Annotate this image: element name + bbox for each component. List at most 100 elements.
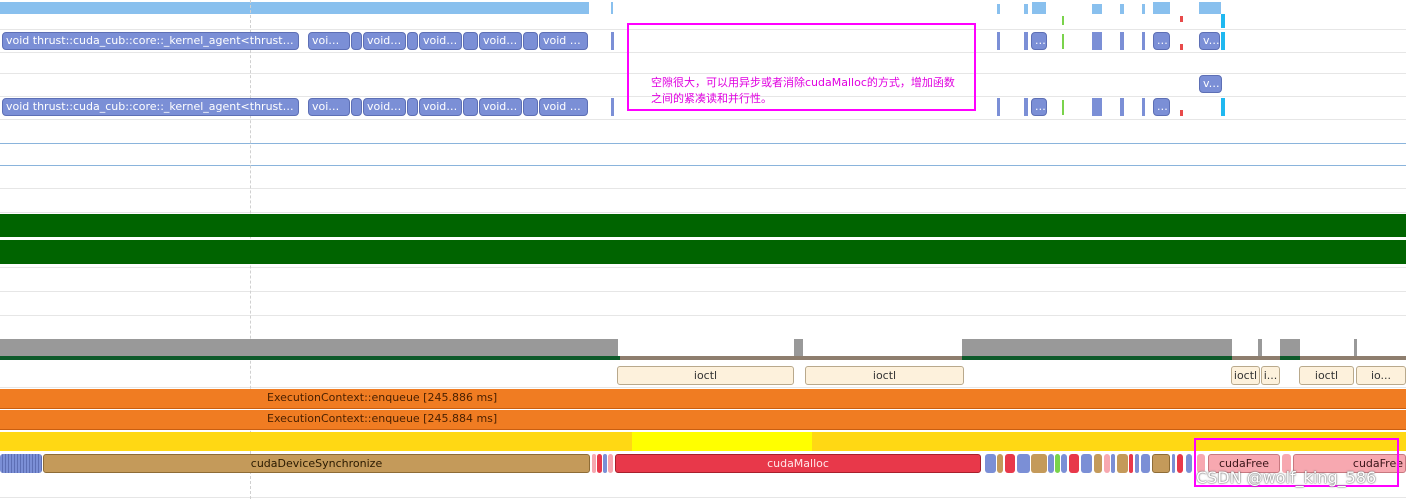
kernel-block[interactable] bbox=[523, 98, 538, 116]
enqueue-bar[interactable]: ExecutionContext::enqueue [245.886 ms] bbox=[0, 389, 1406, 409]
api-call-segment[interactable] bbox=[1094, 454, 1102, 473]
kernel-tick[interactable] bbox=[1062, 100, 1064, 115]
kernel-block[interactable] bbox=[523, 32, 538, 50]
timeline-overview-tick bbox=[1092, 4, 1102, 14]
row-separator bbox=[0, 29, 1406, 30]
api-call-segment[interactable] bbox=[1081, 454, 1092, 473]
api-call-segment[interactable] bbox=[985, 454, 996, 473]
kernel-tick[interactable] bbox=[997, 32, 1000, 50]
kernel-block[interactable]: void ... bbox=[363, 32, 406, 50]
kernel-tick[interactable] bbox=[1062, 34, 1064, 49]
api-call-segment[interactable] bbox=[592, 454, 596, 473]
kernel-tick[interactable] bbox=[1120, 32, 1124, 50]
kernel-tick[interactable] bbox=[1180, 110, 1183, 116]
kernel-tick[interactable] bbox=[1142, 98, 1145, 116]
ioctl-block[interactable]: i... bbox=[1261, 366, 1280, 385]
os-runtime-bar[interactable] bbox=[794, 339, 803, 356]
cuda-device-synchronize-block[interactable]: cudaDeviceSynchronize bbox=[43, 454, 590, 473]
ioctl-block[interactable]: ioctl bbox=[805, 366, 964, 385]
api-call-segment[interactable] bbox=[1104, 454, 1110, 473]
kernel-block[interactable]: ... bbox=[1031, 32, 1047, 50]
api-call-segment[interactable] bbox=[1048, 454, 1054, 473]
api-call-segment[interactable] bbox=[1017, 454, 1030, 473]
os-runtime-bar[interactable] bbox=[1280, 339, 1300, 356]
kernel-block[interactable]: void t... bbox=[539, 98, 588, 116]
kernel-block[interactable] bbox=[351, 98, 362, 116]
api-call-segment[interactable] bbox=[1282, 454, 1291, 473]
kernel-tick[interactable] bbox=[1024, 98, 1028, 116]
api-call-segment[interactable] bbox=[608, 454, 613, 473]
kernel-block[interactable]: void ... bbox=[308, 32, 350, 50]
api-call-segment[interactable] bbox=[1177, 454, 1183, 473]
kernel-block[interactable] bbox=[463, 98, 478, 116]
kernel-block[interactable]: void thrust::cuda_cub::core::_kernel_age… bbox=[2, 98, 299, 116]
enqueue-bar[interactable]: ExecutionContext::enqueue [245.884 ms] bbox=[0, 410, 1406, 430]
gpu-activity-bar[interactable] bbox=[0, 214, 1406, 237]
kernel-block[interactable] bbox=[463, 32, 478, 50]
os-runtime-bar[interactable] bbox=[0, 339, 618, 356]
kernel-block[interactable]: void ... bbox=[419, 32, 462, 50]
kernel-block[interactable]: void ... bbox=[479, 98, 522, 116]
api-call-segment[interactable] bbox=[0, 454, 42, 473]
kernel-block[interactable]: void ... bbox=[419, 98, 462, 116]
kernel-tick[interactable] bbox=[1180, 44, 1183, 50]
api-call-segment[interactable] bbox=[1005, 454, 1015, 473]
api-call-segment[interactable] bbox=[1069, 454, 1079, 473]
ioctl-block[interactable]: ioctl bbox=[1231, 366, 1260, 385]
api-call-segment[interactable] bbox=[1031, 454, 1047, 473]
api-call-segment[interactable] bbox=[1055, 454, 1060, 473]
kernel-tick[interactable] bbox=[1142, 32, 1145, 50]
row-separator bbox=[0, 143, 1406, 144]
api-call-segment[interactable] bbox=[1129, 454, 1133, 473]
kernel-block[interactable]: v... bbox=[1199, 75, 1222, 93]
nvtx-range-highlight[interactable] bbox=[632, 432, 812, 451]
kernel-block[interactable]: ... bbox=[1031, 98, 1047, 116]
kernel-block[interactable] bbox=[407, 32, 418, 50]
timeline-overview-bar[interactable] bbox=[0, 2, 589, 14]
os-runtime-bar[interactable] bbox=[1258, 339, 1262, 356]
cuda-free-block[interactable]: cudaFree bbox=[1208, 454, 1280, 473]
api-call-segment[interactable] bbox=[1117, 454, 1128, 473]
ioctl-block[interactable]: ioctl bbox=[617, 366, 794, 385]
api-call-segment[interactable] bbox=[1135, 454, 1139, 473]
api-call-segment[interactable] bbox=[603, 454, 607, 473]
api-call-segment[interactable] bbox=[1111, 454, 1115, 473]
kernel-block[interactable]: void ... bbox=[308, 98, 350, 116]
gpu-activity-bar[interactable] bbox=[0, 240, 1406, 264]
api-call-segment[interactable] bbox=[1172, 454, 1175, 473]
kernel-block[interactable]: void ... bbox=[363, 98, 406, 116]
kernel-tick[interactable] bbox=[1092, 32, 1102, 50]
api-call-segment[interactable] bbox=[597, 454, 602, 473]
kernel-block[interactable]: ... bbox=[1153, 98, 1170, 116]
timeline-overview-tick bbox=[1142, 4, 1145, 14]
ioctl-block[interactable]: io... bbox=[1356, 366, 1406, 385]
kernel-tick[interactable] bbox=[1221, 32, 1225, 50]
api-call-segment[interactable] bbox=[1152, 454, 1170, 473]
kernel-tick[interactable] bbox=[1092, 98, 1102, 116]
api-call-segment[interactable] bbox=[1141, 454, 1150, 473]
api-call-segment[interactable] bbox=[1186, 454, 1192, 473]
api-call-segment[interactable] bbox=[1061, 454, 1067, 473]
cuda-free-block[interactable]: cudaFree bbox=[1293, 454, 1406, 473]
kernel-block[interactable]: ... bbox=[1153, 32, 1170, 50]
kernel-block[interactable]: v... bbox=[1199, 32, 1220, 50]
kernel-tick[interactable] bbox=[1221, 98, 1225, 116]
kernel-tick[interactable] bbox=[1120, 98, 1124, 116]
kernel-block[interactable]: void t... bbox=[539, 32, 588, 50]
kernel-block[interactable] bbox=[407, 98, 418, 116]
kernel-tick[interactable] bbox=[611, 98, 614, 116]
kernel-block[interactable]: void thrust::cuda_cub::core::_kernel_age… bbox=[2, 32, 299, 50]
kernel-block[interactable]: void ... bbox=[479, 32, 522, 50]
kernel-tick[interactable] bbox=[997, 98, 1000, 116]
api-call-segment[interactable] bbox=[1197, 454, 1205, 473]
api-call-segment[interactable] bbox=[997, 454, 1003, 473]
row-separator bbox=[0, 497, 1406, 498]
kernel-tick[interactable] bbox=[1024, 32, 1028, 50]
cuda-malloc-block[interactable]: cudaMalloc bbox=[615, 454, 981, 473]
kernel-block[interactable] bbox=[351, 32, 362, 50]
ioctl-block[interactable]: ioctl bbox=[1299, 366, 1354, 385]
os-runtime-bar[interactable] bbox=[1354, 339, 1357, 356]
os-runtime-bar[interactable] bbox=[962, 339, 1232, 356]
kernel-tick[interactable] bbox=[611, 32, 614, 50]
watermark: CSDN @wolf_king_586 bbox=[1196, 468, 1377, 487]
